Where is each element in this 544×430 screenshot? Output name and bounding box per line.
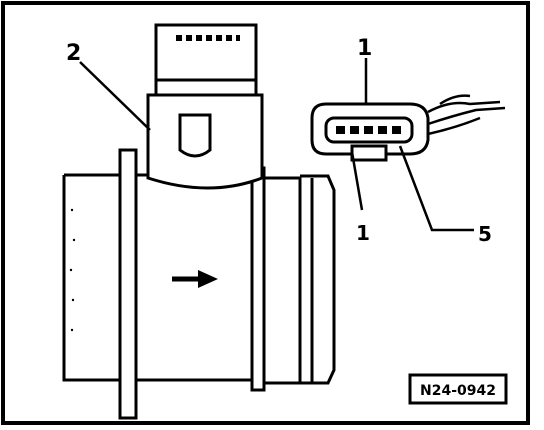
- airflow-arrow-icon: [172, 270, 218, 288]
- illustration-border: [1, 1, 530, 425]
- connector-wires: [427, 94, 506, 136]
- callout-2: 2: [66, 41, 81, 66]
- inlet-texture: [69, 208, 76, 332]
- callout-1-pin: 1: [356, 221, 370, 245]
- callout-1-top: 1: [357, 36, 372, 61]
- reference-code: N24-0942: [420, 383, 496, 399]
- sensor-housing: [146, 23, 264, 190]
- callout-5-pin: 5: [478, 222, 492, 246]
- leader-lines: [79, 58, 474, 232]
- reference-code-box: [408, 373, 508, 405]
- connector-pins: [336, 126, 401, 134]
- connector-plug: [310, 102, 430, 162]
- mass-air-flow-sensor-body: [62, 148, 336, 420]
